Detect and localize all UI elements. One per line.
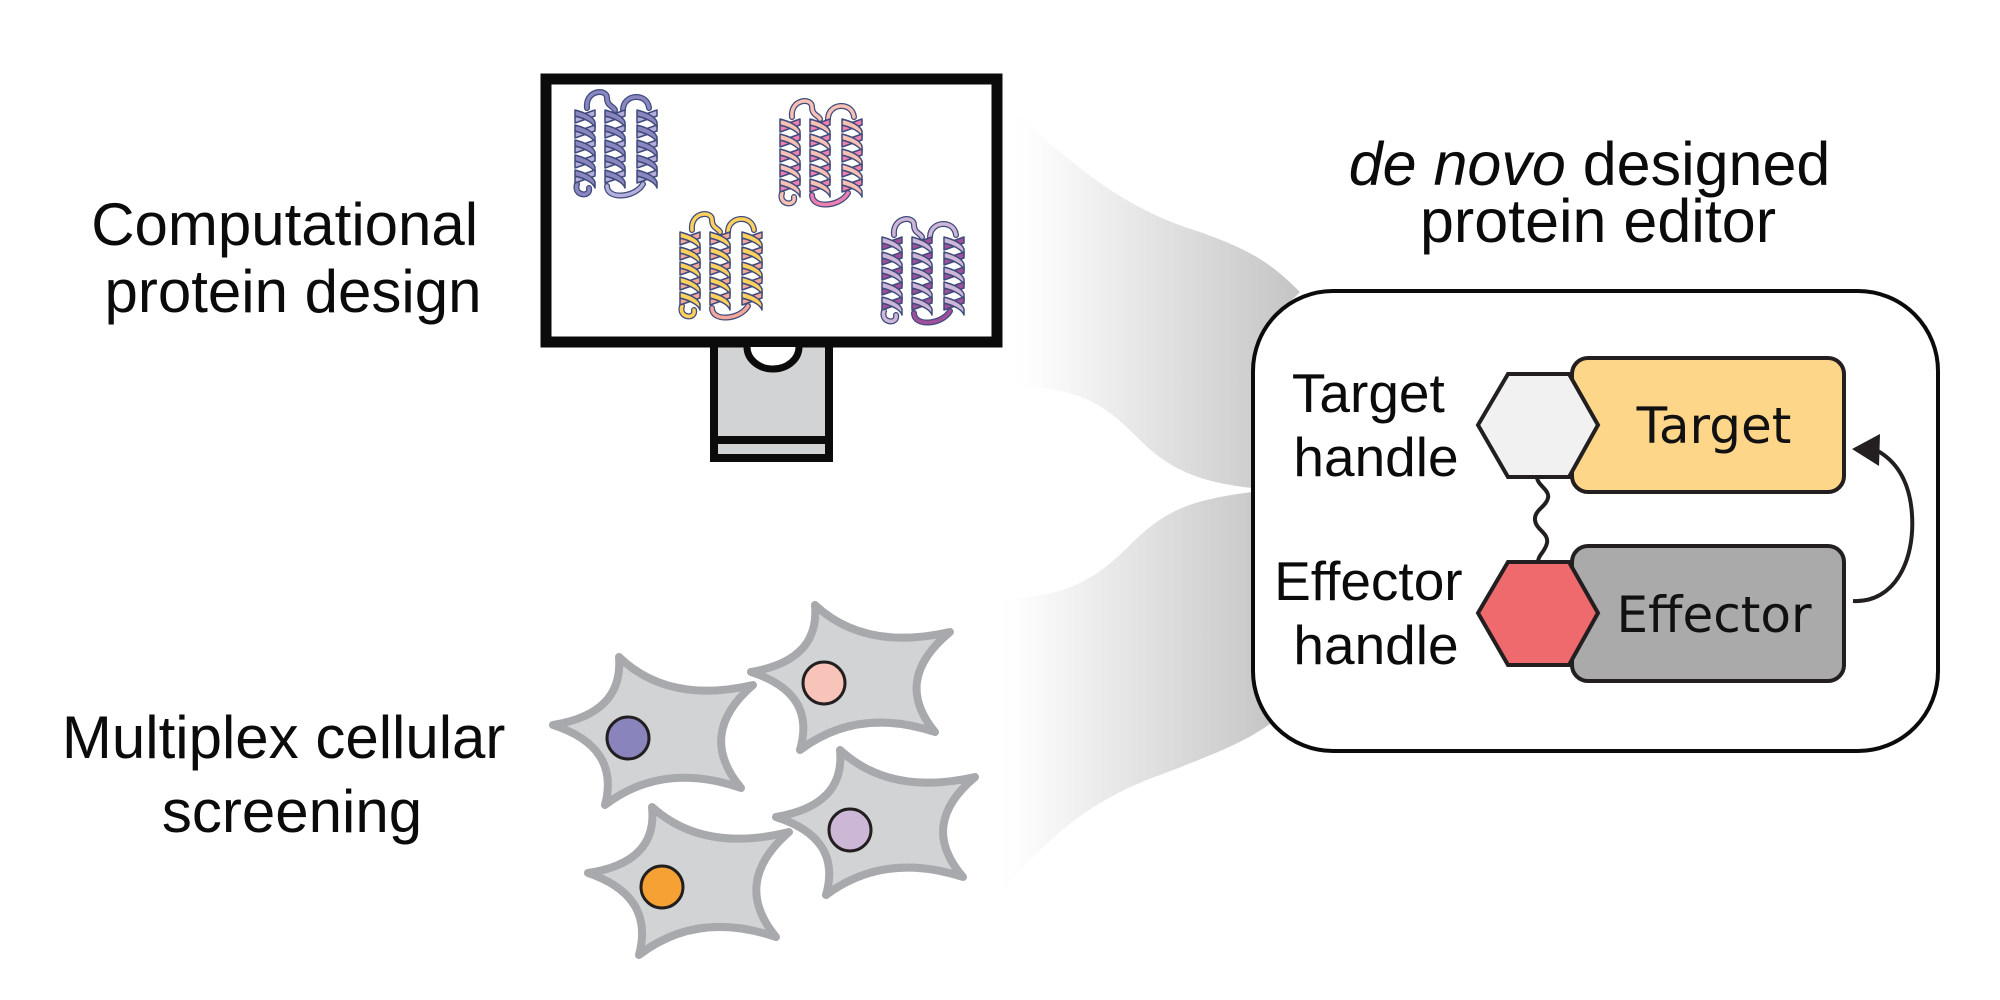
- effector-handle-label-line2: handle: [1293, 614, 1458, 676]
- target-handle-label: Target handle: [1292, 362, 1460, 488]
- three-helix-bundle-yellow: [678, 211, 763, 321]
- cell-nucleus: [827, 807, 873, 853]
- monitor-notch: [743, 346, 803, 373]
- curved-arrow-effector-to-target: [1852, 434, 1915, 604]
- target-handle-label-line2: handle: [1293, 426, 1458, 488]
- cell-nucleus: [801, 660, 847, 706]
- editor-title-line2: protein editor: [1420, 187, 1776, 255]
- cell-lilac-nucleus: [772, 746, 979, 899]
- cell-nucleus: [605, 715, 651, 761]
- effector-block-label: Effector: [1616, 586, 1811, 644]
- cell-body: [772, 746, 979, 899]
- cell-body: [747, 601, 954, 754]
- effector-handle-label-line1: Effector: [1274, 550, 1463, 612]
- cell-body: [549, 653, 757, 809]
- effector-handle-label: Effector handle: [1274, 550, 1478, 676]
- cellular-screening-label-line2: screening: [162, 778, 422, 845]
- computer-monitor-icon: [540, 73, 1003, 462]
- cell-nucleus: [639, 864, 685, 910]
- cell-purple-nucleus: [549, 653, 757, 809]
- computational-design-label-line1: Computational: [91, 191, 478, 258]
- editor-title: de novo designed protein editor: [1349, 130, 1848, 255]
- lower-funnel: [990, 492, 1278, 910]
- editor-title-line1-rest: designed: [1566, 130, 1831, 198]
- three-helix-bundle-pink: [778, 98, 863, 208]
- effector-handle-hexagon: [1475, 560, 1601, 667]
- cell-peach-nucleus: [747, 601, 954, 754]
- target-handle-label-line1: Target: [1292, 362, 1445, 424]
- computational-design-label: Computational protein design: [91, 191, 495, 325]
- arrow-head-icon: [1852, 434, 1880, 466]
- three-helix-bundle-lilac: [880, 216, 965, 326]
- target-handle-hexagon: [1475, 372, 1601, 479]
- cell-orange-nucleus: [584, 803, 793, 959]
- upper-funnel: [1003, 103, 1300, 488]
- computational-design-label-line2: protein design: [105, 258, 482, 325]
- cell-cluster: [549, 601, 979, 959]
- editor-title-italic: de novo: [1349, 130, 1566, 198]
- cellular-screening-label-line1: Multiplex cellular: [62, 704, 506, 771]
- cell-body: [584, 803, 793, 959]
- arrow-shaft: [1852, 448, 1915, 604]
- flexible-linker-squiggle: [1533, 476, 1551, 563]
- three-helix-bundle-purple: [573, 89, 658, 199]
- cellular-screening-label: Multiplex cellular screening: [62, 704, 522, 845]
- target-block-label: Target: [1636, 397, 1792, 455]
